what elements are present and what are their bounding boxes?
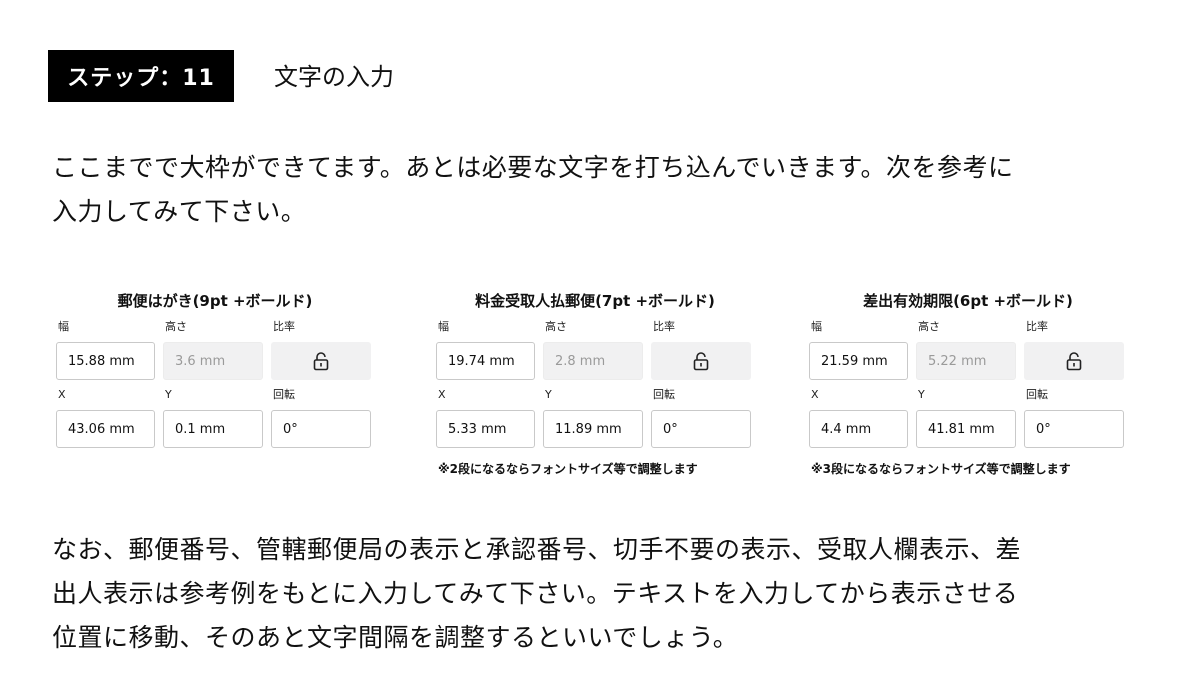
- width-field[interactable]: 19.74 mm: [436, 342, 535, 380]
- rotation-label: 回転: [653, 388, 675, 401]
- outro-line: 位置に移動、そのあと文字間隔を調整するといいでしょう。: [52, 623, 739, 652]
- y-field[interactable]: 11.89 mm: [543, 410, 643, 448]
- ratio-lock-button[interactable]: [271, 342, 371, 380]
- x-field[interactable]: 5.33 mm: [436, 410, 535, 448]
- outro-text: なお、郵便番号、管轄郵便局の表示と承認番号、切手不要の表示、受取人欄表示、差 出…: [52, 528, 1152, 660]
- x-field[interactable]: 43.06 mm: [56, 410, 155, 448]
- panel-business-reply: 料金受取人払郵便(7pt +ボールド) 幅 高さ 比率 19.74 mm 2.8…: [436, 290, 754, 477]
- lock-icon: [313, 352, 329, 371]
- y-field[interactable]: 41.81 mm: [916, 410, 1016, 448]
- height-label: 高さ: [918, 320, 940, 333]
- step-badge: ステップ：11: [48, 50, 234, 102]
- x-label: X: [438, 388, 446, 401]
- lock-icon: [693, 352, 709, 371]
- intro-line: ここまでで大枠ができてます。あとは必要な文字を打ち込んでいきます。次を参考に: [52, 153, 1014, 182]
- x-field[interactable]: 4.4 mm: [809, 410, 908, 448]
- height-field: 3.6 mm: [163, 342, 263, 380]
- width-label: 幅: [58, 320, 69, 333]
- panel-title: 郵便はがき(9pt +ボールド): [117, 292, 313, 310]
- y-label: Y: [545, 388, 552, 401]
- panel-title: 差出有効期限(6pt +ボールド): [863, 292, 1073, 310]
- lock-icon: [1066, 352, 1082, 371]
- x-label: X: [811, 388, 819, 401]
- ratio-lock-button[interactable]: [1024, 342, 1124, 380]
- adjust-note: ※2段になるならフォントサイズ等で調整します: [438, 462, 698, 476]
- width-field[interactable]: 15.88 mm: [56, 342, 155, 380]
- height-field: 2.8 mm: [543, 342, 643, 380]
- panel-postcard: 郵便はがき(9pt +ボールド) 幅 高さ 比率 15.88 mm 3.6 mm…: [56, 290, 374, 448]
- y-label: Y: [918, 388, 925, 401]
- outro-line: なお、郵便番号、管轄郵便局の表示と承認番号、切手不要の表示、受取人欄表示、差: [52, 535, 1022, 564]
- x-label: X: [58, 388, 66, 401]
- panel-expiry: 差出有効期限(6pt +ボールド) 幅 高さ 比率 21.59 mm 5.22 …: [809, 290, 1127, 477]
- y-label: Y: [165, 388, 172, 401]
- ratio-label: 比率: [653, 320, 675, 333]
- height-field: 5.22 mm: [916, 342, 1016, 380]
- panel-title: 料金受取人払郵便(7pt +ボールド): [475, 292, 715, 310]
- intro-text: ここまでで大枠ができてます。あとは必要な文字を打ち込んでいきます。次を参考に 入…: [52, 146, 1152, 234]
- width-label: 幅: [811, 320, 822, 333]
- ratio-label: 比率: [273, 320, 295, 333]
- rotation-label: 回転: [273, 388, 295, 401]
- width-label: 幅: [438, 320, 449, 333]
- step-title: 文字の入力: [274, 63, 394, 91]
- rotation-field[interactable]: 0°: [651, 410, 751, 448]
- intro-line: 入力してみて下さい。: [52, 197, 307, 226]
- adjust-note: ※3段になるならフォントサイズ等で調整します: [811, 462, 1071, 476]
- rotation-field[interactable]: 0°: [271, 410, 371, 448]
- height-label: 高さ: [545, 320, 567, 333]
- height-label: 高さ: [165, 320, 187, 333]
- y-field[interactable]: 0.1 mm: [163, 410, 263, 448]
- ratio-lock-button[interactable]: [651, 342, 751, 380]
- rotation-label: 回転: [1026, 388, 1048, 401]
- width-field[interactable]: 21.59 mm: [809, 342, 908, 380]
- rotation-field[interactable]: 0°: [1024, 410, 1124, 448]
- outro-line: 出人表示は参考例をもとに入力してみて下さい。テキストを入力してから表示させる: [52, 579, 1019, 608]
- ratio-label: 比率: [1026, 320, 1048, 333]
